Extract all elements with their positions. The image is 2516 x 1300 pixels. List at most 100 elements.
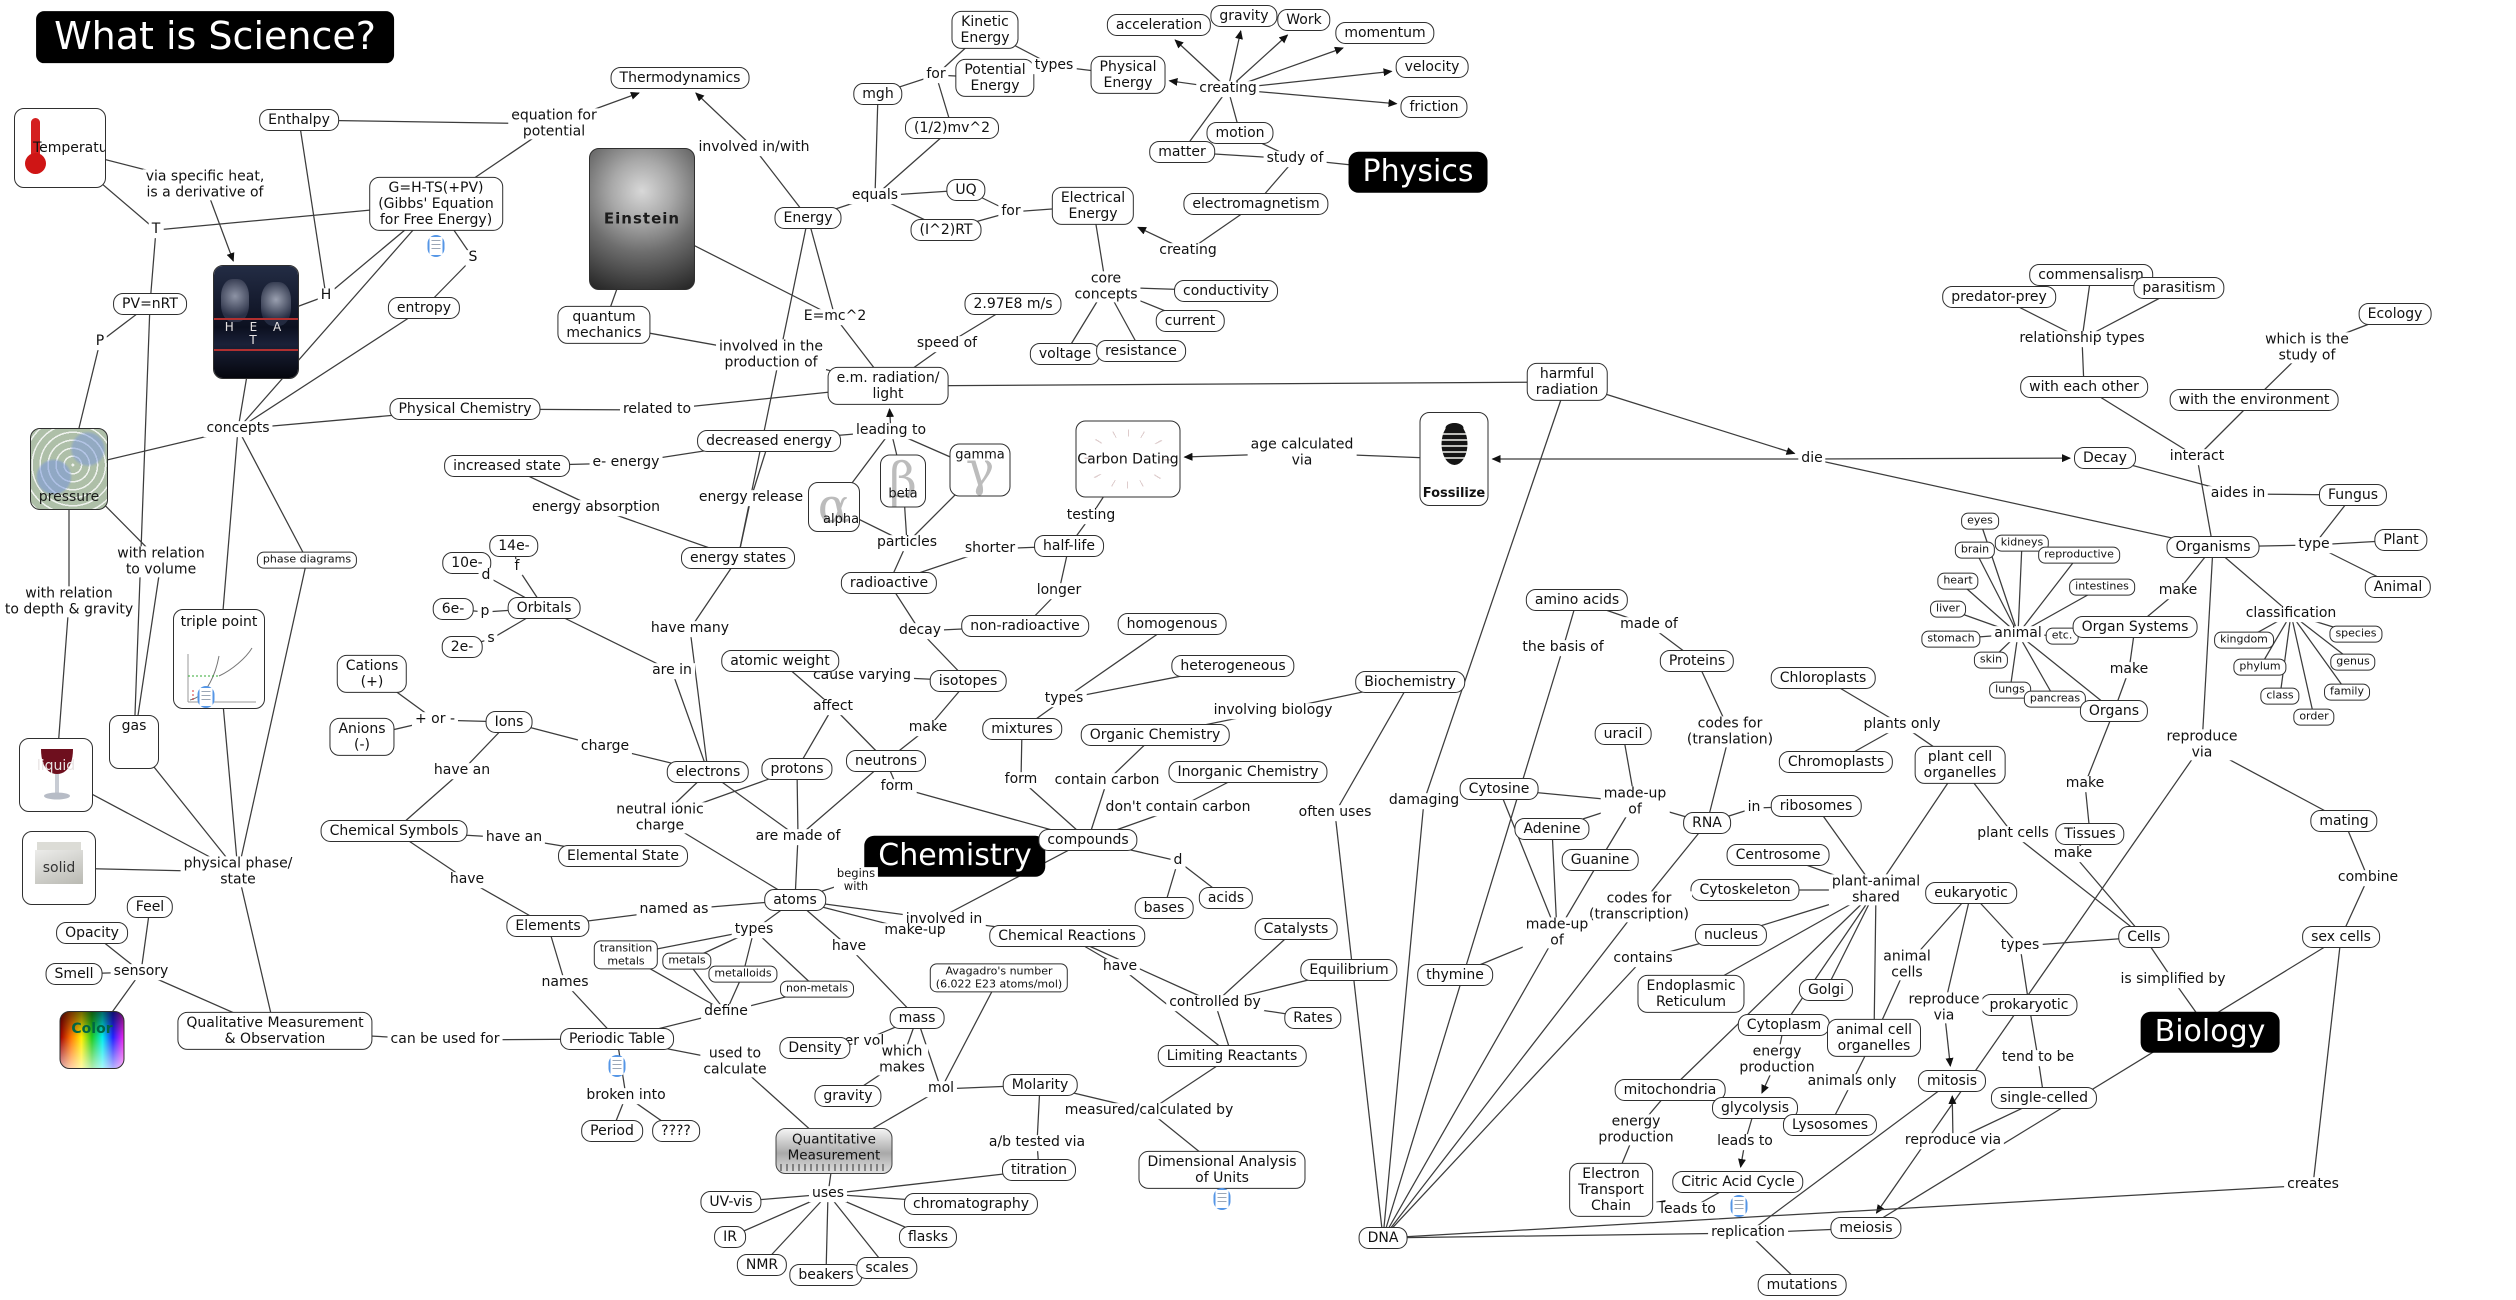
- l_die[interactable]: die: [1798, 450, 1826, 467]
- conductivity[interactable]: conductivity: [1174, 279, 1278, 303]
- l_creates[interactable]: creates: [2284, 1176, 2342, 1193]
- commensalism[interactable]: commensalism: [2029, 263, 2153, 287]
- beakers[interactable]: beakers: [789, 1263, 863, 1287]
- l_contains[interactable]: contains: [1610, 950, 1676, 967]
- uracil[interactable]: uracil: [1594, 722, 1652, 746]
- l_repro3[interactable]: reproduce via: [1901, 1132, 2005, 1149]
- l_have2[interactable]: have: [828, 938, 870, 955]
- heat-poster[interactable]: H E A T: [213, 265, 299, 379]
- l_repro2[interactable]: reproduce via: [1905, 991, 1983, 1024]
- ecology[interactable]: Ecology: [2358, 302, 2432, 326]
- organisms[interactable]: Organisms: [2166, 535, 2260, 559]
- electrons[interactable]: electrons: [666, 760, 750, 784]
- reproductive[interactable]: reproductive: [2038, 546, 2120, 564]
- half-mv2[interactable]: (1/2)mv^2: [904, 116, 1000, 140]
- voltage[interactable]: voltage: [1029, 342, 1101, 366]
- l_names[interactable]: names: [538, 974, 592, 991]
- cytoplasm[interactable]: Cytoplasm: [1737, 1013, 1831, 1037]
- atoms[interactable]: atoms: [764, 888, 826, 912]
- l_basis[interactable]: the basis of: [1519, 639, 1607, 656]
- l_namedas[interactable]: named as: [636, 901, 712, 918]
- gravity-node[interactable]: gravity: [1210, 4, 1278, 28]
- l_T[interactable]: T: [148, 221, 164, 238]
- ic_triple[interactable]: [197, 686, 215, 708]
- metals[interactable]: metals: [662, 952, 712, 970]
- compounds[interactable]: compounds: [1038, 828, 1138, 852]
- l_plantcells[interactable]: plant cells: [1974, 825, 2052, 842]
- l_combine[interactable]: combine: [2334, 869, 2402, 886]
- current[interactable]: current: [1155, 309, 1225, 333]
- proteins[interactable]: Proteins: [1659, 649, 1735, 673]
- animal-cell-organelles[interactable]: animal cell organelles: [1827, 1018, 1921, 1058]
- l_aides[interactable]: aides in: [2207, 485, 2269, 502]
- lysosomes[interactable]: Lysosomes: [1782, 1113, 1878, 1137]
- l_erel[interactable]: energy release: [695, 489, 807, 506]
- uq[interactable]: UQ: [946, 178, 986, 202]
- ribosomes[interactable]: ribosomes: [1770, 794, 1862, 818]
- rna[interactable]: RNA: [1683, 811, 1731, 835]
- fungus[interactable]: Fungus: [2318, 483, 2388, 507]
- l_particles[interactable]: particles: [873, 534, 941, 551]
- l_controlled[interactable]: controlled by: [1166, 994, 1264, 1011]
- l_animalsonly[interactable]: animals only: [1804, 1073, 1900, 1090]
- catalysts[interactable]: Catalysts: [1254, 917, 1338, 941]
- periodic-table[interactable]: Periodic Table: [560, 1027, 674, 1051]
- l_invwith[interactable]: involved in/with: [695, 139, 813, 156]
- harmful-radiation[interactable]: harmful radiation: [1526, 362, 1608, 402]
- entropy[interactable]: entropy: [387, 296, 461, 320]
- l_in[interactable]: in: [1744, 799, 1764, 816]
- golgi[interactable]: Golgi: [1798, 978, 1854, 1002]
- l_types3[interactable]: types: [731, 921, 777, 938]
- nmr[interactable]: NMR: [736, 1253, 788, 1277]
- l_plantsonly[interactable]: plants only: [1860, 716, 1944, 733]
- l_simplified[interactable]: is simplified by: [2117, 971, 2229, 988]
- l_affect[interactable]: affect: [809, 698, 857, 715]
- quantum-mechanics[interactable]: quantum mechanics: [557, 305, 651, 345]
- l_invprod[interactable]: involved in the production of: [716, 338, 826, 371]
- l_physphase[interactable]: physical phase/ state: [180, 855, 296, 888]
- protons[interactable]: protons: [761, 757, 833, 781]
- mass[interactable]: mass: [889, 1006, 945, 1030]
- l_types4[interactable]: types: [1997, 937, 2043, 954]
- lungs[interactable]: lungs: [1989, 681, 2031, 699]
- cytosine[interactable]: Cytosine: [1459, 777, 1539, 801]
- l_core[interactable]: core concepts: [1071, 270, 1141, 303]
- mutations[interactable]: mutations: [1757, 1273, 1847, 1297]
- color[interactable]: Color: [59, 1011, 125, 1069]
- ic_gibbs[interactable]: [427, 235, 445, 257]
- l_meascalc[interactable]: measured/calculated by: [1061, 1102, 1237, 1119]
- l_invbio[interactable]: involving biology: [1210, 702, 1336, 719]
- sex-cells[interactable]: sex cells: [2302, 925, 2380, 949]
- l_speed[interactable]: speed of: [913, 335, 981, 352]
- eukaryotic[interactable]: eukaryotic: [1925, 881, 2017, 905]
- l_eprod1[interactable]: energy production: [1736, 1043, 1818, 1076]
- l_emc2[interactable]: E=mc^2: [800, 308, 870, 325]
- l_animal[interactable]: animal: [1991, 625, 2045, 642]
- period[interactable]: Period: [581, 1119, 643, 1143]
- dim-analysis[interactable]: Dimensional Analysis of Units: [1138, 1150, 1306, 1190]
- l_maketissues[interactable]: make: [2062, 775, 2108, 792]
- l_containc[interactable]: contain carbon: [1051, 772, 1163, 789]
- l_related[interactable]: related to: [619, 401, 695, 418]
- fossilize[interactable]: Fossilize: [1419, 412, 1489, 506]
- l_animalcells[interactable]: animal cells: [1880, 948, 1934, 981]
- em-radiation[interactable]: e.m. radiation/ light: [827, 366, 949, 406]
- velocity[interactable]: velocity: [1395, 55, 1469, 79]
- molarity[interactable]: Molarity: [1002, 1073, 1078, 1097]
- prokaryotic[interactable]: prokaryotic: [1980, 993, 2078, 1017]
- l_leading[interactable]: leading to: [852, 422, 930, 439]
- transition-metals[interactable]: transition metals: [593, 940, 659, 970]
- meiosis[interactable]: meiosis: [1830, 1216, 1902, 1240]
- l_usedcalc[interactable]: used to calculate: [700, 1045, 770, 1078]
- chloroplasts[interactable]: Chloroplasts: [1770, 666, 1876, 690]
- chromatography[interactable]: chromatography: [903, 1192, 1039, 1216]
- l_creating1[interactable]: creating: [1196, 80, 1260, 97]
- electrical-energy[interactable]: Electrical Energy: [1051, 186, 1135, 226]
- nucleus[interactable]: nucleus: [1694, 923, 1768, 947]
- matter[interactable]: matter: [1149, 140, 1215, 164]
- l_eqpot[interactable]: equation for potential: [508, 107, 600, 140]
- l_form2[interactable]: form: [1001, 771, 1041, 788]
- l_whichstudy[interactable]: which is the study of: [2262, 331, 2352, 364]
- chemical-symbols[interactable]: Chemical Symbols: [320, 819, 468, 843]
